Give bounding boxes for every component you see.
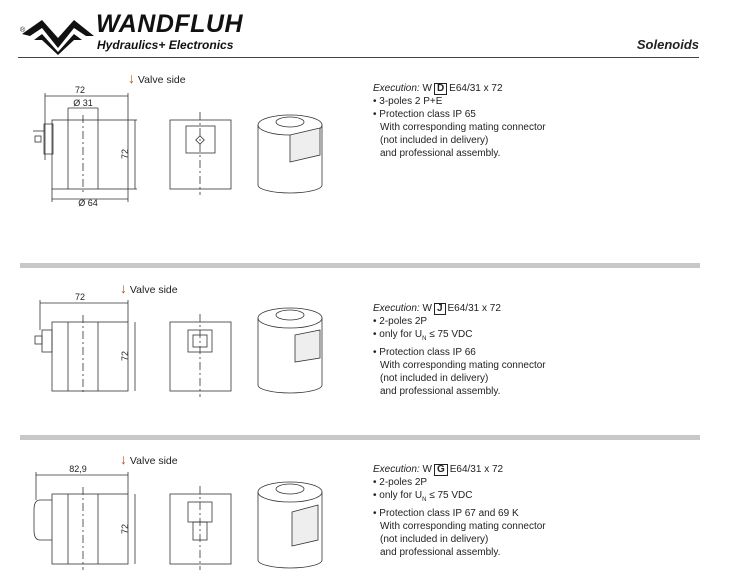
execution-code-badge: D [433,83,448,95]
section-title: Solenoids [636,37,699,52]
valve-side-label: ↓ Valve side [120,451,178,467]
header-divider [18,57,699,58]
dim-inner: Ø 31 [73,98,93,108]
wandfluh-logo-icon [22,20,94,55]
solenoid-j-drawings: 72 72 [34,292,323,397]
section-divider [20,435,700,440]
dim-width: 72 [75,292,85,302]
dim-height: 72 [120,351,130,361]
section-divider [20,263,700,268]
iso-view-body [257,125,323,194]
brand-name: WANDFLUH [96,10,244,38]
registered-mark: ® [20,27,26,34]
dim-height: 72 [120,149,130,159]
dim-width: 72 [75,85,85,95]
valve-side-label: ↓ Valve side [128,70,186,86]
dim-outer: Ø 64 [78,198,98,208]
dim-width: 82,9 [69,464,87,474]
solenoid-d-drawings: 72 Ø 31 Ø 64 72 [33,85,323,208]
brand-tagline: Hydraulics+ Electronics [97,38,234,52]
down-arrow-icon: ↓ [120,451,127,467]
side-view-body [169,119,232,190]
valve-side-label: ↓ Valve side [120,280,178,296]
solenoid-g-drawings: 82,9 72 [33,464,323,570]
dim-height: 72 [120,524,130,534]
down-arrow-icon: ↓ [120,280,127,296]
execution-code-badge: J [433,303,446,315]
down-arrow-icon: ↓ [128,70,135,86]
execution-code-badge: G [433,464,448,476]
front-view-body [51,119,129,190]
